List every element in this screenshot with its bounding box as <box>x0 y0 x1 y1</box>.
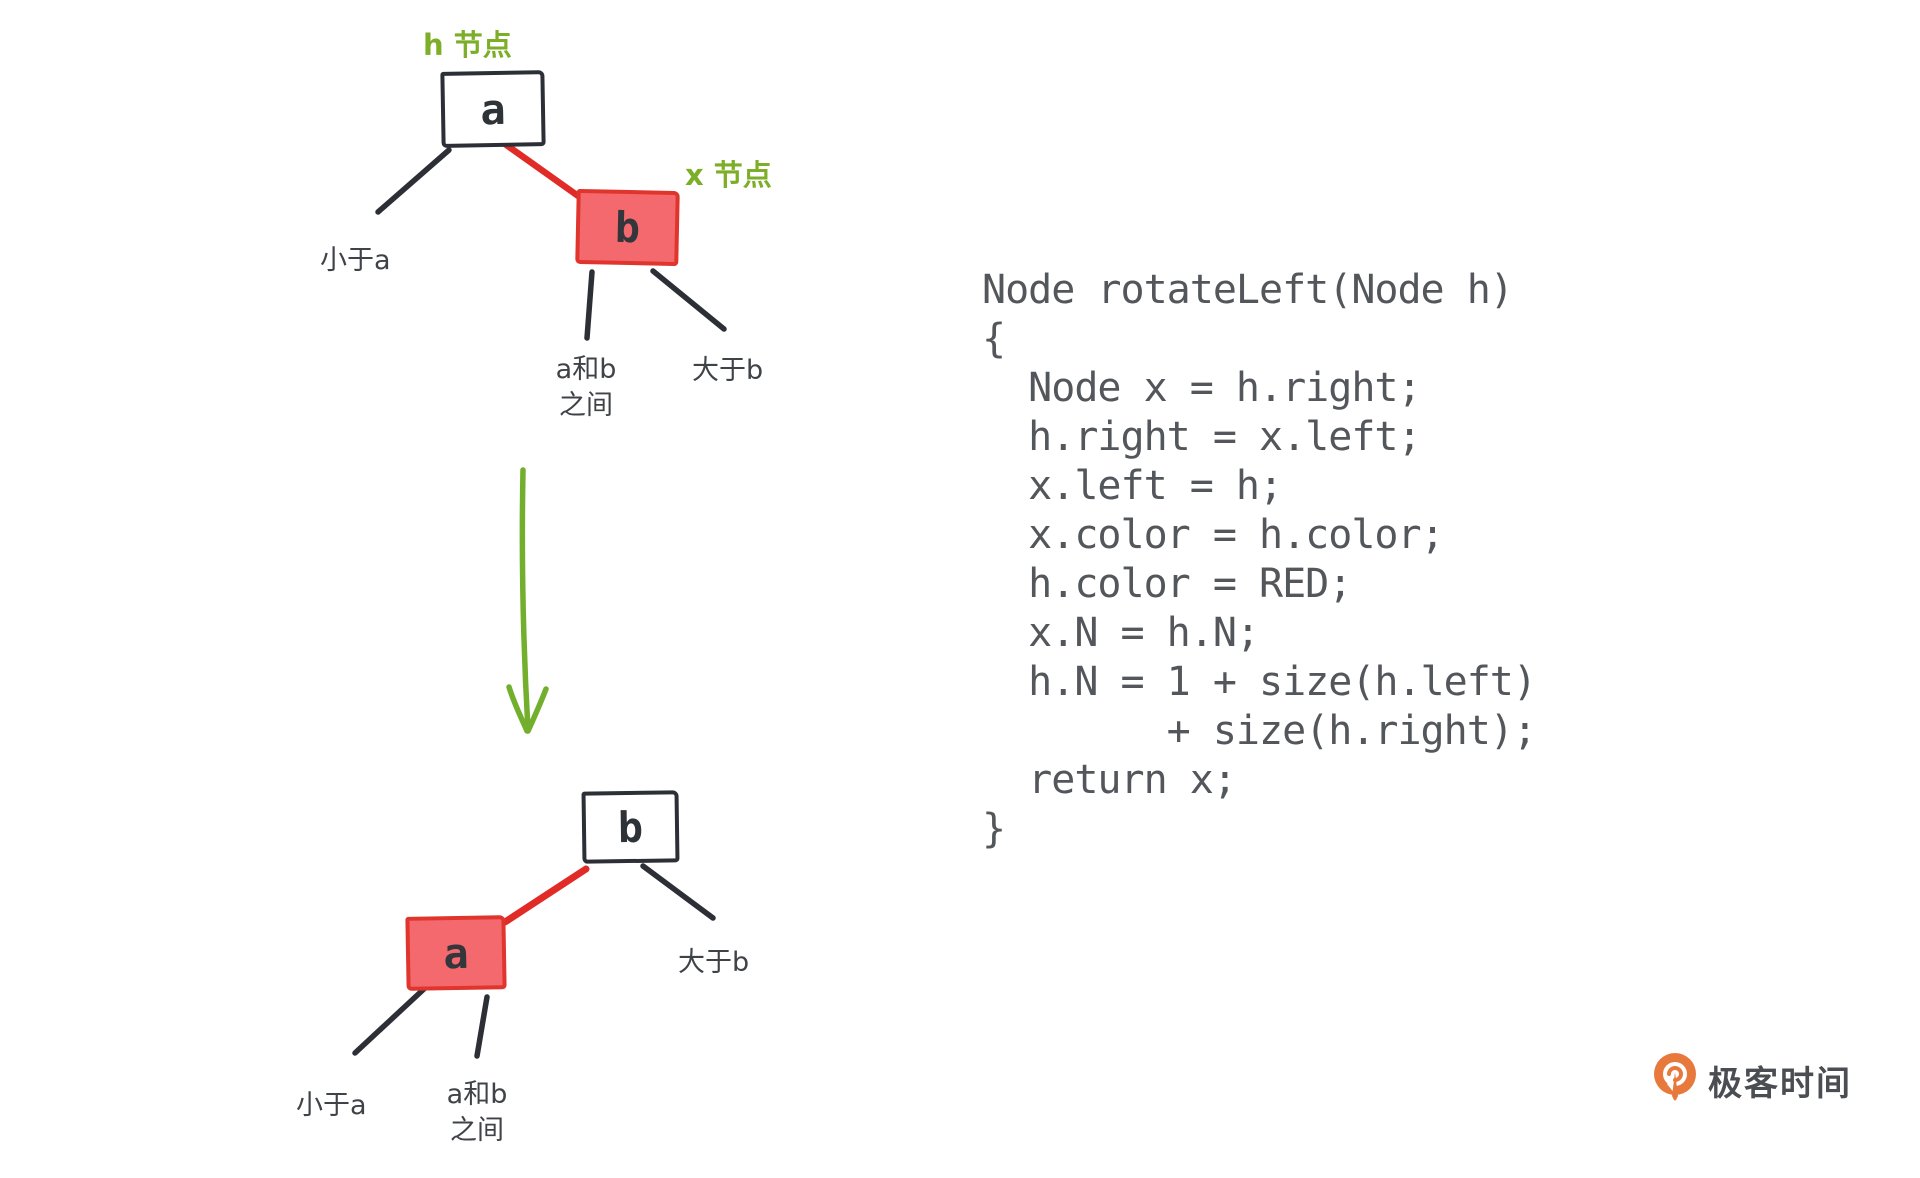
h-node-label: h 节点 <box>423 28 512 62</box>
bottom-leaf-between-line2: 之间 <box>450 1115 504 1146</box>
top-leaf-between-line1: a和b <box>555 354 617 385</box>
transform-arrow-head <box>506 684 549 734</box>
top-leaf-between-a-b: a和b 之间 <box>540 352 632 424</box>
top-edge-b-mid <box>584 269 595 341</box>
bottom-node-a: a <box>405 915 507 991</box>
top-leaf-less-than-a: 小于a <box>320 245 391 276</box>
bottom-edge-a-left <box>352 985 428 1056</box>
x-node-label: x 节点 <box>685 158 772 192</box>
bottom-leaf-between-a-b: a和b 之间 <box>432 1077 522 1149</box>
bottom-edge-b-right <box>640 863 716 921</box>
rotate-left-code-block: Node rotateLeft(Node h) { Node x = h.rig… <box>982 267 1537 852</box>
bottom-leaf-less-than-a: 小于a <box>296 1090 367 1121</box>
bottom-edge-a-mid <box>474 994 490 1059</box>
geektime-logo-text: 极客时间 <box>1708 1063 1852 1104</box>
geektime-logo: 极客时间 <box>1652 1050 1852 1110</box>
bottom-node-b-letter: b <box>617 802 644 852</box>
top-edge-a-left <box>375 147 452 215</box>
bottom-node-b: b <box>581 790 680 864</box>
bottom-leaf-between-line1: a和b <box>446 1079 508 1110</box>
top-edge-b-right <box>650 268 727 332</box>
bottom-node-a-letter: a <box>442 928 470 978</box>
top-leaf-greater-than-b: 大于b <box>692 355 764 386</box>
top-node-b: b <box>575 188 680 267</box>
bottom-leaf-greater-than-b: 大于b <box>678 947 750 978</box>
geektime-logo-icon <box>1654 1053 1696 1106</box>
top-edge-a-to-b <box>501 140 585 202</box>
top-node-a: a <box>440 70 546 148</box>
top-node-b-letter: b <box>614 202 641 253</box>
transform-arrow <box>519 467 531 733</box>
bottom-edge-b-to-a <box>501 865 590 926</box>
top-node-a-letter: a <box>479 84 507 134</box>
top-leaf-between-line2: 之间 <box>559 390 613 421</box>
